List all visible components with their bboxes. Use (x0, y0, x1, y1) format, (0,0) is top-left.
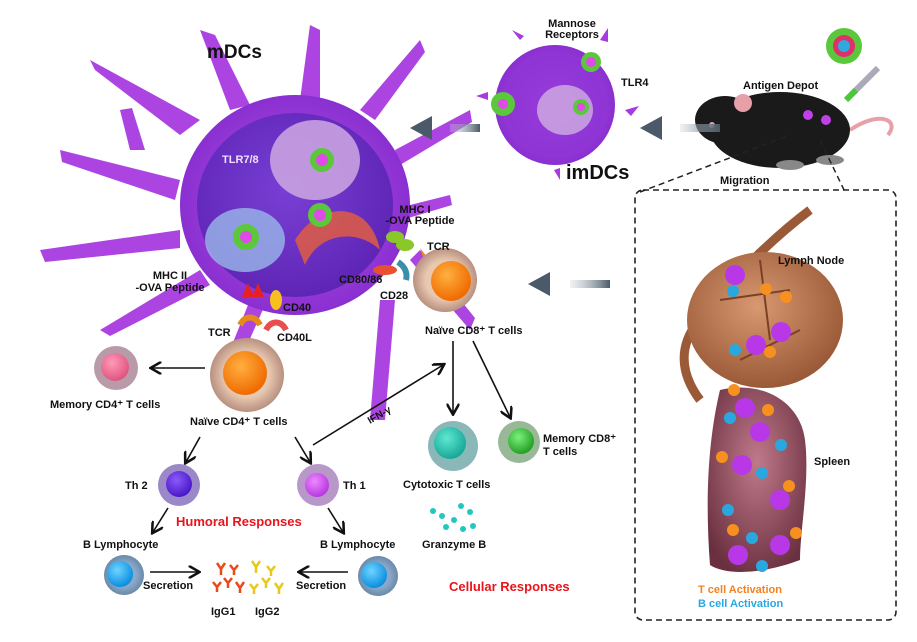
mdcs-label: mDCs (207, 42, 262, 63)
migration-label: Migration (720, 175, 770, 187)
b-lymphocyte-left-label: B Lymphocyte (83, 539, 158, 551)
mannose-label: Mannose (548, 18, 596, 30)
memory-cd8-label-line1: Memory CD8⁺ (543, 433, 616, 445)
memory-cd4-t-cell (94, 346, 138, 390)
imdcs-label: imDCs (566, 162, 629, 184)
spleen-label: Spleen (814, 456, 850, 468)
tcr-cd8-label: TCR (427, 241, 450, 253)
lymph-arrow (570, 280, 610, 288)
memory-cd4-label: Memory CD4⁺ T cells (50, 399, 160, 411)
memory-cd8-label-line2: T cells (543, 446, 577, 458)
antigen-nanoparticle (826, 28, 862, 64)
mhc2-label-line2: -OVA Peptide (135, 282, 204, 294)
cd40-label: CD40 (283, 302, 311, 314)
lymph-node (679, 206, 843, 403)
granzyme-b-particles (430, 503, 476, 532)
cd8086-label: CD80/86 (339, 274, 382, 286)
granzyme-b-label: Granzyme B (422, 539, 486, 551)
secretion-right-label: Secretion (296, 580, 346, 592)
th2-cell (158, 464, 200, 506)
b-lymphocyte-right-label: B Lymphocyte (320, 539, 395, 551)
cd40l-label: CD40L (277, 332, 312, 344)
cytotoxic-label: Cytotoxic T cells (403, 479, 490, 491)
syringe-icon (843, 65, 881, 103)
b-cell-activation-label: B cell Activation (698, 598, 783, 610)
spleen (707, 384, 807, 572)
b-lymphocyte-left (104, 555, 144, 595)
depot-arrow (680, 124, 720, 132)
cellular-responses-label: Cellular Responses (449, 579, 570, 594)
cytotoxic-t-cell (428, 421, 478, 471)
igg2-antibodies (249, 560, 285, 594)
tcr-cd4-label: TCR (208, 327, 231, 339)
lymph-node-label: Lymph Node (778, 255, 844, 267)
igg1-antibodies (212, 562, 246, 593)
humoral-responses-label: Humoral Responses (176, 514, 302, 529)
migration-arrow (450, 124, 480, 132)
memory-cd8-t-cell (498, 421, 540, 463)
lymph-arrow-head (528, 272, 550, 296)
mhc1-label-line2: -OVA Peptide (385, 215, 454, 227)
tlr4-label: TLR4 (621, 77, 649, 89)
th2-label: Th 2 (125, 480, 148, 492)
naive-cd4-label: Naïve CD4⁺ T cells (190, 416, 288, 428)
inset-box (634, 189, 897, 621)
naive-cd4-t-cell (210, 338, 284, 412)
depot-arrow-head (640, 116, 662, 140)
receptors-label: Receptors (545, 29, 599, 41)
igg2-label: IgG2 (255, 606, 279, 618)
mhc2-tcr-complex (237, 283, 289, 332)
mhc1-tcr-complex (373, 231, 428, 281)
secretion-left-label: Secretion (143, 580, 193, 592)
cd28-label: CD28 (380, 290, 408, 302)
naive-cd8-label: Naïve CD8⁺ T cells (425, 325, 523, 337)
mhc2-label-line1: MHC II (153, 270, 187, 282)
antigen-depot-label: Antigen Depot (743, 80, 818, 92)
th1-cell (297, 464, 339, 506)
pathway-arrows (150, 340, 510, 572)
mouse (695, 92, 894, 170)
tlr78-label: TLR7/8 (222, 154, 259, 166)
migration-arrow-head (410, 116, 432, 140)
immature-dendritic-cell (476, 28, 639, 180)
th1-label: Th 1 (343, 480, 366, 492)
igg1-label: IgG1 (211, 606, 235, 618)
b-lymphocyte-right (358, 556, 398, 596)
mhc1-label-line1: MHC I (399, 204, 430, 216)
mature-dendritic-cell (40, 25, 475, 420)
naive-cd8-t-cell (413, 248, 477, 312)
t-cell-activation-label: T cell Activation (698, 584, 782, 596)
